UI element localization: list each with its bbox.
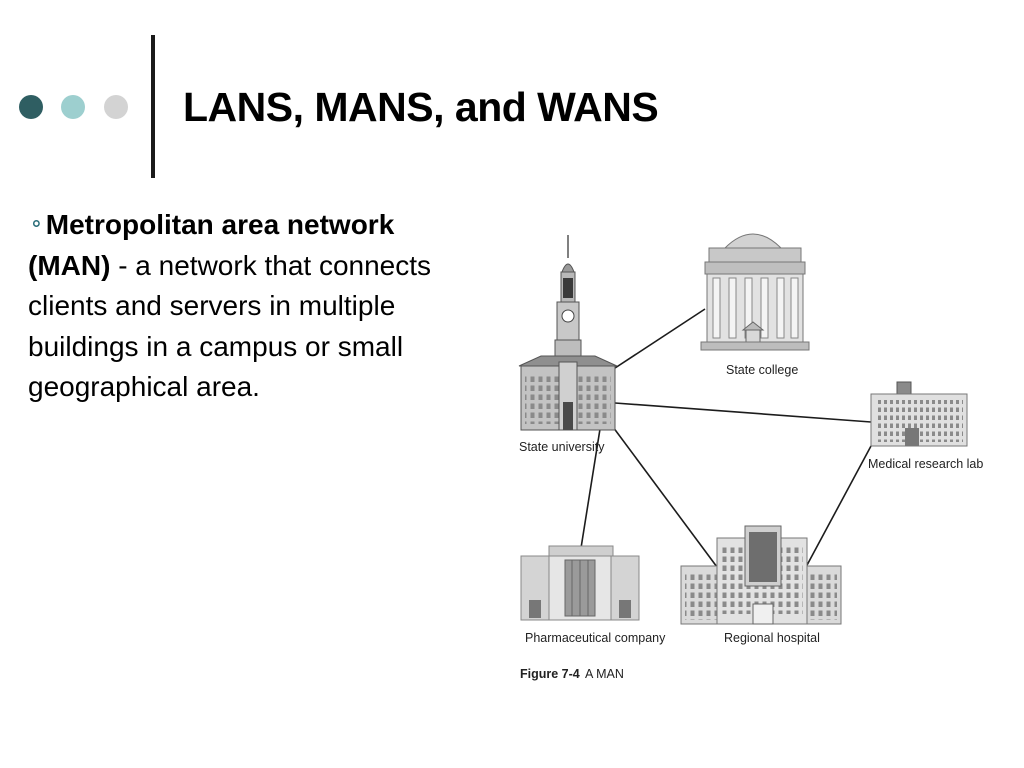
slide-title: LANS, MANS, and WANS: [183, 84, 659, 130]
link-university-pharma: [580, 428, 601, 549]
label-pharmaceutical-company: Pharmaceutical company: [525, 631, 666, 645]
label-medical-research-lab: Medical research lab: [868, 457, 983, 471]
bullet-paragraph: ⚬Metropolitan area network (MAN) - a net…: [28, 205, 458, 408]
link-university-college: [611, 308, 706, 371]
label-state-university: State university: [519, 440, 605, 454]
state-college-building: [700, 233, 810, 351]
title-divider: [151, 35, 155, 178]
figure-number: Figure 7-4: [520, 667, 580, 681]
figure-caption: A MAN: [585, 667, 624, 681]
medical-research-lab-building: [870, 381, 968, 447]
man-diagram-svg: State university State college: [518, 233, 983, 681]
bullet-term: Metropolitan area network (MAN): [28, 209, 395, 281]
link-university-hospital: [612, 426, 718, 568]
man-diagram: State university State college: [505, 222, 985, 692]
ring-bullet-icon: ⚬: [28, 214, 45, 236]
bullet-definition: - a network that connects clients and se…: [28, 249, 432, 403]
regional-hospital-building: [680, 525, 842, 625]
decor-dot-dark: [19, 95, 43, 119]
label-regional-hospital: Regional hospital: [724, 631, 820, 645]
decor-dot-gray: [104, 95, 128, 119]
link-medlab-hospital: [805, 445, 872, 568]
state-university-building: [518, 235, 618, 431]
link-university-medlab: [614, 402, 872, 423]
decor-dot-teal: [61, 95, 85, 119]
pharmaceutical-company-building: [520, 545, 640, 621]
label-state-college: State college: [726, 363, 798, 377]
